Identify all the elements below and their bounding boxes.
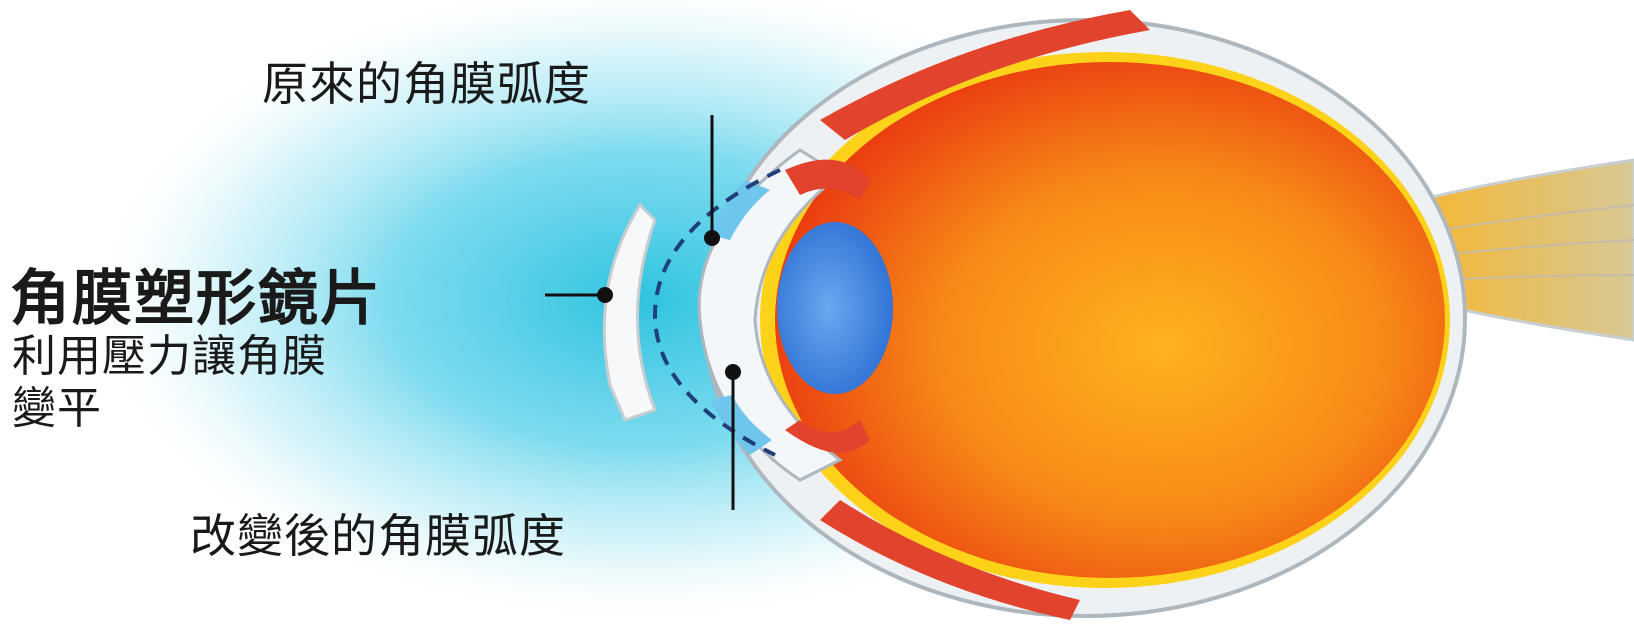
- dot-changed: [725, 364, 741, 380]
- label-changed-curvature: 改變後的角膜弧度: [190, 500, 566, 566]
- label-original-curvature: 原來的角膜弧度: [262, 48, 591, 114]
- dot-original: [704, 230, 720, 246]
- label-lens-description-line2: 變平: [12, 372, 102, 436]
- dot-lens: [597, 287, 613, 303]
- crystalline-lens: [777, 222, 893, 394]
